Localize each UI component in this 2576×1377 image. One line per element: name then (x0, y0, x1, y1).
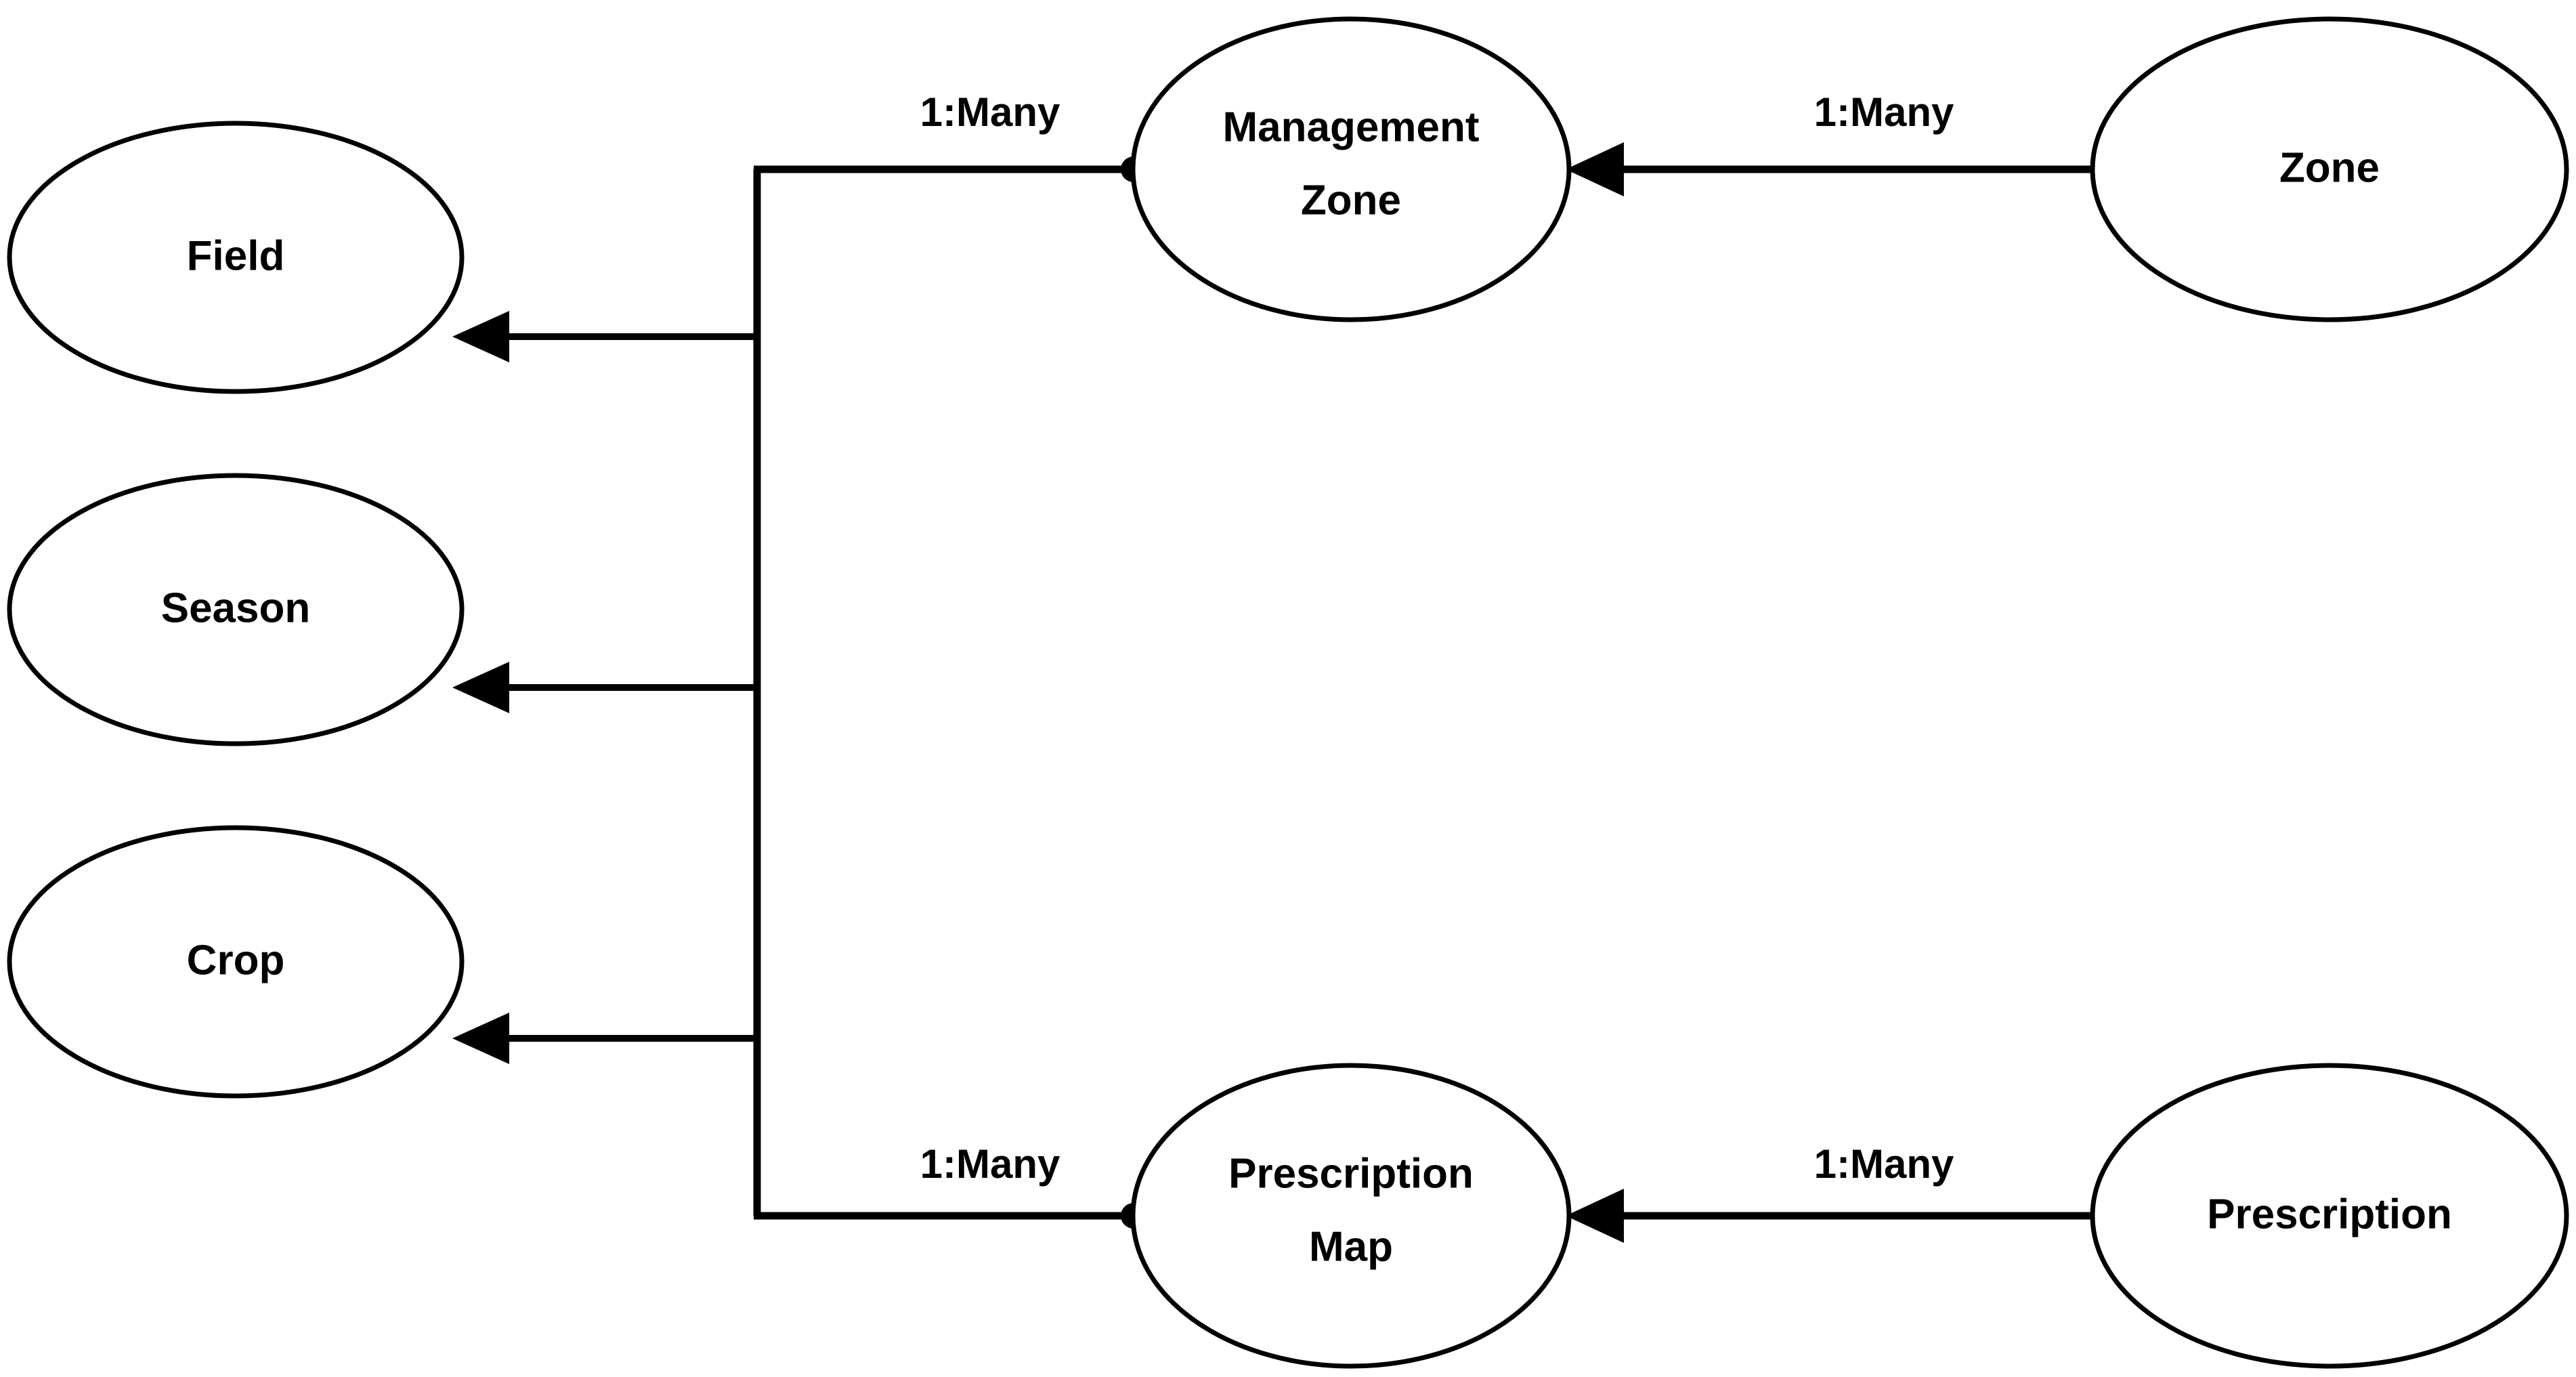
entity-season[interactable]: Season (7, 473, 465, 746)
arrow-head-prescription-map (1566, 1189, 1624, 1243)
arrow-head-field (452, 311, 509, 362)
entity-management-zone[interactable]: Management Zone (1130, 16, 1572, 322)
arrow-head-season (452, 662, 509, 713)
entity-field[interactable]: Field (7, 121, 465, 394)
entity-ellipse-prescription-map[interactable] (1130, 1063, 1572, 1369)
entity-zone[interactable]: Zone (2090, 16, 2569, 322)
entity-label-prescription-map-line1: Prescription (1228, 1150, 1474, 1197)
entity-prescription-map[interactable]: Prescription Map (1130, 1063, 1572, 1369)
entity-label-management-zone-line1: Management (1223, 104, 1480, 150)
cardinality-label-zone-management-zone: 1:Many (1814, 89, 1954, 135)
cardinality-label-field-management-zone: 1:Many (920, 89, 1060, 135)
entity-crop[interactable]: Crop (7, 825, 465, 1099)
arrow-head-management-zone (1566, 142, 1624, 196)
connector-group (452, 142, 2096, 1243)
cardinality-label-group: 1:Many 1:Many 1:Many 1:Many (920, 89, 1954, 1187)
entity-ellipse-zone[interactable] (2090, 16, 2569, 322)
entity-label-prescription-map-line2: Map (1309, 1223, 1393, 1270)
cardinality-label-prescription-prescription-map: 1:Many (1814, 1141, 1954, 1187)
entity-label-management-zone-line2: Zone (1301, 177, 1401, 224)
entity-ellipse-prescription[interactable] (2090, 1063, 2569, 1369)
entity-ellipse-crop[interactable] (7, 825, 465, 1099)
entity-ellipse-season[interactable] (7, 473, 465, 746)
entity-label-prescription: Prescription (2207, 1191, 2452, 1237)
entity-prescription[interactable]: Prescription (2090, 1063, 2569, 1369)
cardinality-label-field-prescription-map: 1:Many (920, 1141, 1060, 1187)
entity-label-zone: Zone (2279, 144, 2380, 191)
entity-ellipse-field[interactable] (7, 121, 465, 394)
entity-ellipse-management-zone[interactable] (1130, 16, 1572, 322)
arrow-head-crop (452, 1013, 509, 1064)
entity-label-crop: Crop (187, 937, 285, 983)
entity-label-season: Season (161, 585, 311, 631)
entity-label-field: Field (187, 232, 285, 279)
